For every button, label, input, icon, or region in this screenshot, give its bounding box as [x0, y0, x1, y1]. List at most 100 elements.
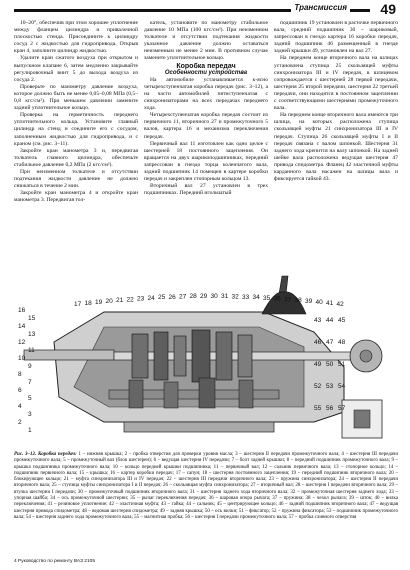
callout-number: 28: [190, 293, 198, 300]
callout-number: 1: [28, 427, 32, 434]
callout-number: 6: [18, 387, 22, 394]
countershaft: [108, 389, 280, 400]
callout-number: 38: [295, 297, 303, 304]
callout-number: 52: [314, 383, 322, 390]
paragraph: На переднем конце вторичного вала имеютс…: [274, 112, 398, 183]
callout-number: 3: [28, 411, 32, 418]
countershaft-gears: [128, 377, 254, 409]
callout-number: 29: [200, 293, 208, 300]
callout-number: 31: [221, 293, 229, 300]
callout-number: 12: [18, 339, 26, 346]
paragraph: Удалите кран сжатого воздуха при открыто…: [14, 55, 138, 83]
gear: [238, 379, 254, 409]
callout-number: 43: [314, 317, 322, 324]
callout-number: 27: [179, 293, 187, 300]
gear: [198, 377, 216, 409]
caption-lead: Рис. 3–12. Коробка передач:: [14, 452, 77, 457]
section-name: Трансмиссия: [291, 3, 350, 12]
callout-number: 26: [169, 294, 177, 301]
callout-number: 36: [274, 296, 282, 303]
callout-number: 10: [18, 355, 26, 362]
callout-number: 50: [326, 361, 334, 368]
column-3: подшипник 19 установлен в расточке перви…: [274, 20, 398, 183]
callout-number: 2: [18, 419, 22, 426]
page-footer: 4 Руководство по ремонту ВАЗ 2105: [14, 559, 95, 564]
callout-number: 37: [284, 296, 292, 303]
paragraph: Вторичный вал 27 установлен в трех подши…: [144, 183, 268, 197]
gear: [215, 331, 233, 381]
callout-number: 13: [28, 331, 36, 338]
callout-number: 46: [314, 339, 322, 346]
paragraph: При неизменном толкателе и отсутствии по…: [14, 168, 138, 190]
section-title: Коробка передач: [176, 62, 236, 70]
bottom-cover: [123, 421, 275, 433]
column-1: 10–20°, обеспечив при этом хорошее уплот…: [14, 20, 138, 204]
callout-number: 57: [338, 405, 346, 412]
callout-number: 7: [28, 379, 32, 386]
callout-number: 24: [148, 295, 156, 302]
paragraph: Проверка на герметичность переднего упло…: [14, 112, 138, 147]
callout-number: 51: [338, 361, 346, 368]
page-number: 49: [380, 1, 396, 17]
text-columns: 10–20°, обеспечив при этом хорошее уплот…: [14, 20, 398, 272]
callout-number: 47: [326, 339, 334, 346]
callout-number: 33: [242, 294, 250, 301]
callout-number: 4: [18, 403, 22, 410]
callout-number: 17: [74, 301, 82, 308]
callout-number: 15: [28, 315, 36, 322]
callout-number: 16: [18, 307, 26, 314]
callout-number: 14: [18, 323, 26, 330]
gear: [128, 379, 144, 409]
gear: [163, 381, 179, 409]
paragraph: катель, установите по манометру стабильн…: [144, 20, 268, 62]
caption-text: 1 – нижняя крышка; 2 – пробка отверстия …: [14, 452, 399, 520]
column-2: катель, установите по манометру стабильн…: [144, 20, 268, 197]
paragraph: На переднем конце вторичного вала на шли…: [274, 55, 398, 112]
callout-number: 42: [337, 301, 345, 308]
callout-number: 41: [326, 300, 334, 307]
lever-boot: [261, 291, 307, 315]
paragraph: На автомобиле устанавливается к-ясно чет…: [144, 76, 268, 112]
callout-number: 54: [338, 383, 346, 390]
callout-number: 55: [314, 405, 322, 412]
callout-number: 20: [106, 298, 114, 305]
input-shaft: [23, 349, 115, 361]
callout-number: 48: [338, 339, 346, 346]
paragraph: Четырехступенчатая коробка передач состо…: [144, 112, 268, 140]
callout-number: 34: [253, 294, 261, 301]
callout-number: 39: [305, 298, 313, 305]
output-gears: [131, 329, 253, 383]
callout-number: 23: [137, 296, 145, 303]
callout-number: 19: [95, 299, 103, 306]
paragraph: Проверьте по манометру давление воздуха,…: [14, 83, 138, 112]
gear: [237, 334, 253, 378]
paragraph: Закройте кран манометра 4 и откройте кра…: [14, 190, 138, 204]
synchronizer: [173, 335, 187, 377]
callout-number: 21: [116, 297, 124, 304]
callout-number: 25: [158, 294, 166, 301]
callout-number: 18: [85, 300, 93, 307]
callout-number: 56: [326, 405, 334, 412]
callout-number: 5: [28, 395, 32, 402]
gear: [191, 329, 211, 383]
callout-number: 11: [28, 347, 35, 354]
page-header: Трансмиссия 49: [0, 0, 410, 20]
paragraph: Закройте кран манометра 3 и, передвигая …: [14, 147, 138, 168]
header-rule: [14, 9, 370, 12]
callout-number: 35: [263, 295, 271, 302]
callout-number: 40: [316, 299, 324, 306]
paragraph: 10–20°, обеспечив при этом хорошее уплот…: [14, 20, 138, 55]
callout-number: 44: [326, 317, 334, 324]
paragraph: Первичный вал 11 изготовлен как одно цел…: [144, 140, 268, 183]
magnetic-plug: [353, 409, 371, 429]
callout-number: 30: [211, 293, 219, 300]
paragraph: подшипник 19 установлен в расточке перви…: [274, 20, 398, 55]
section-subtitle: Особенности устройства: [164, 69, 248, 76]
callout-number: 45: [338, 317, 346, 324]
callout-number: 8: [18, 371, 22, 378]
callout-number: 49: [314, 361, 322, 368]
gear: [131, 333, 149, 379]
